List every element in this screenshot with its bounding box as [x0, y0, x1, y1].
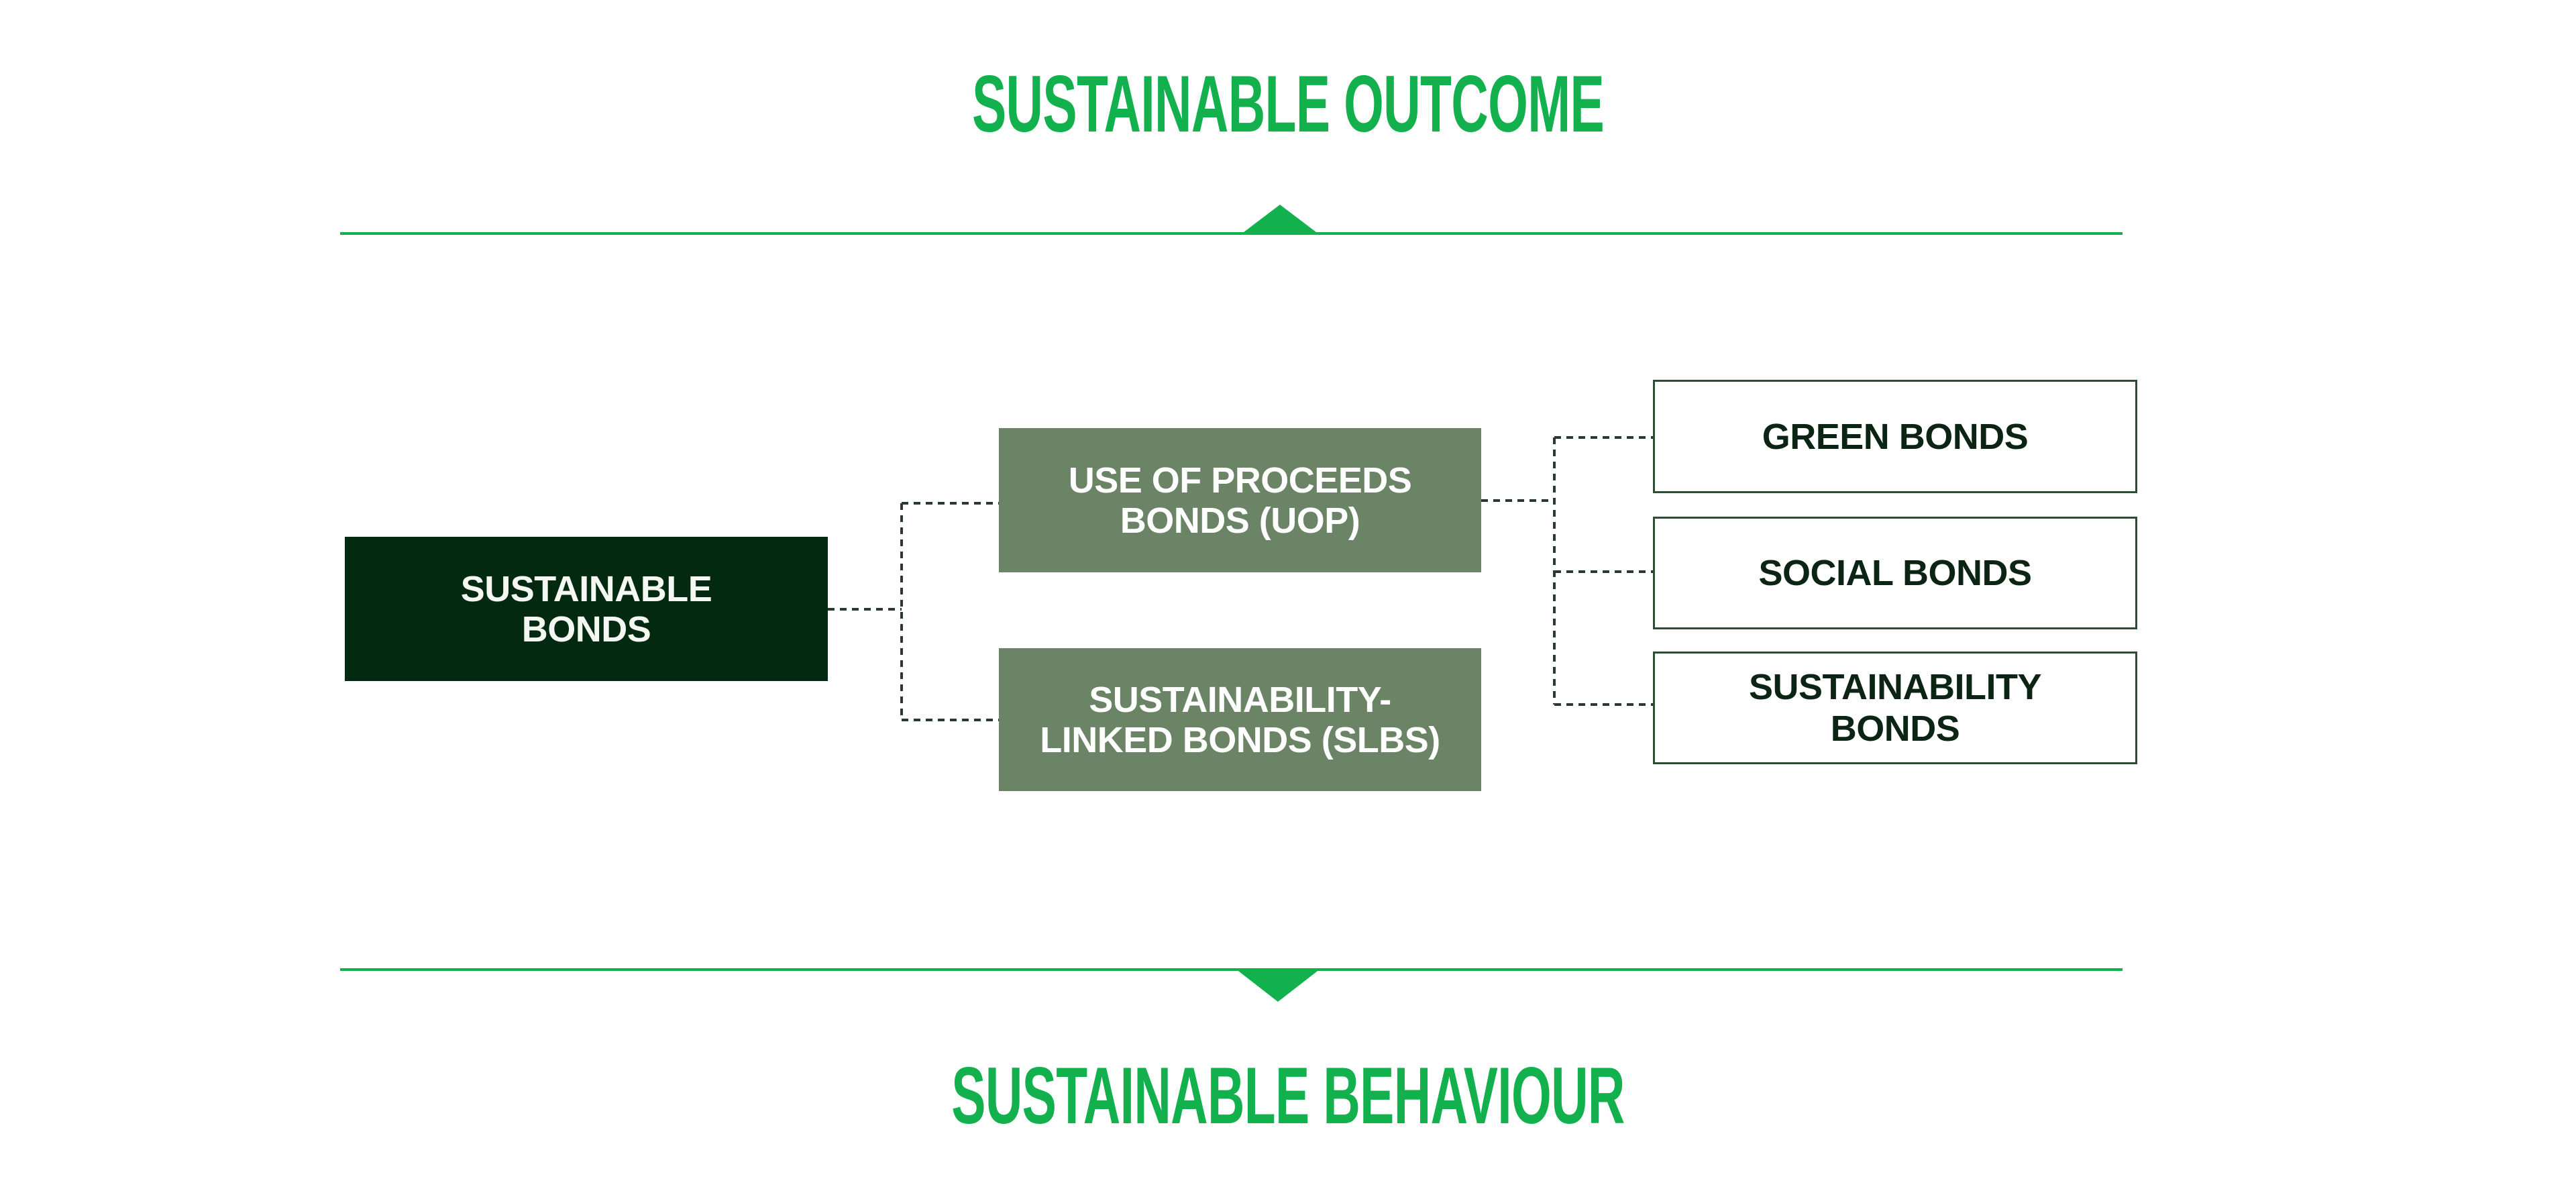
sustainability-bonds-node: SUSTAINABILITY BONDS [1653, 652, 2137, 764]
social-bonds-node: SOCIAL BONDS [1653, 517, 2137, 629]
use-of-proceeds-bonds-node: USE OF PROCEEDS BONDS (UOP) [999, 428, 1481, 572]
sustainability-linked-bonds-node: SUSTAINABILITY- LINKED BONDS (SLBS) [999, 648, 1481, 791]
up-arrow-icon [1241, 205, 1319, 234]
sustainable-outcome-heading: SUSTAINABLE OUTCOME [971, 59, 1605, 149]
green-bonds-node: GREEN BONDS [1653, 380, 2137, 493]
sustainable-behaviour-heading: SUSTAINABLE BEHAVIOUR [951, 1051, 1625, 1141]
sustainable-bonds-node: SUSTAINABLE BONDS [345, 537, 828, 681]
down-arrow-icon [1236, 969, 1320, 1002]
